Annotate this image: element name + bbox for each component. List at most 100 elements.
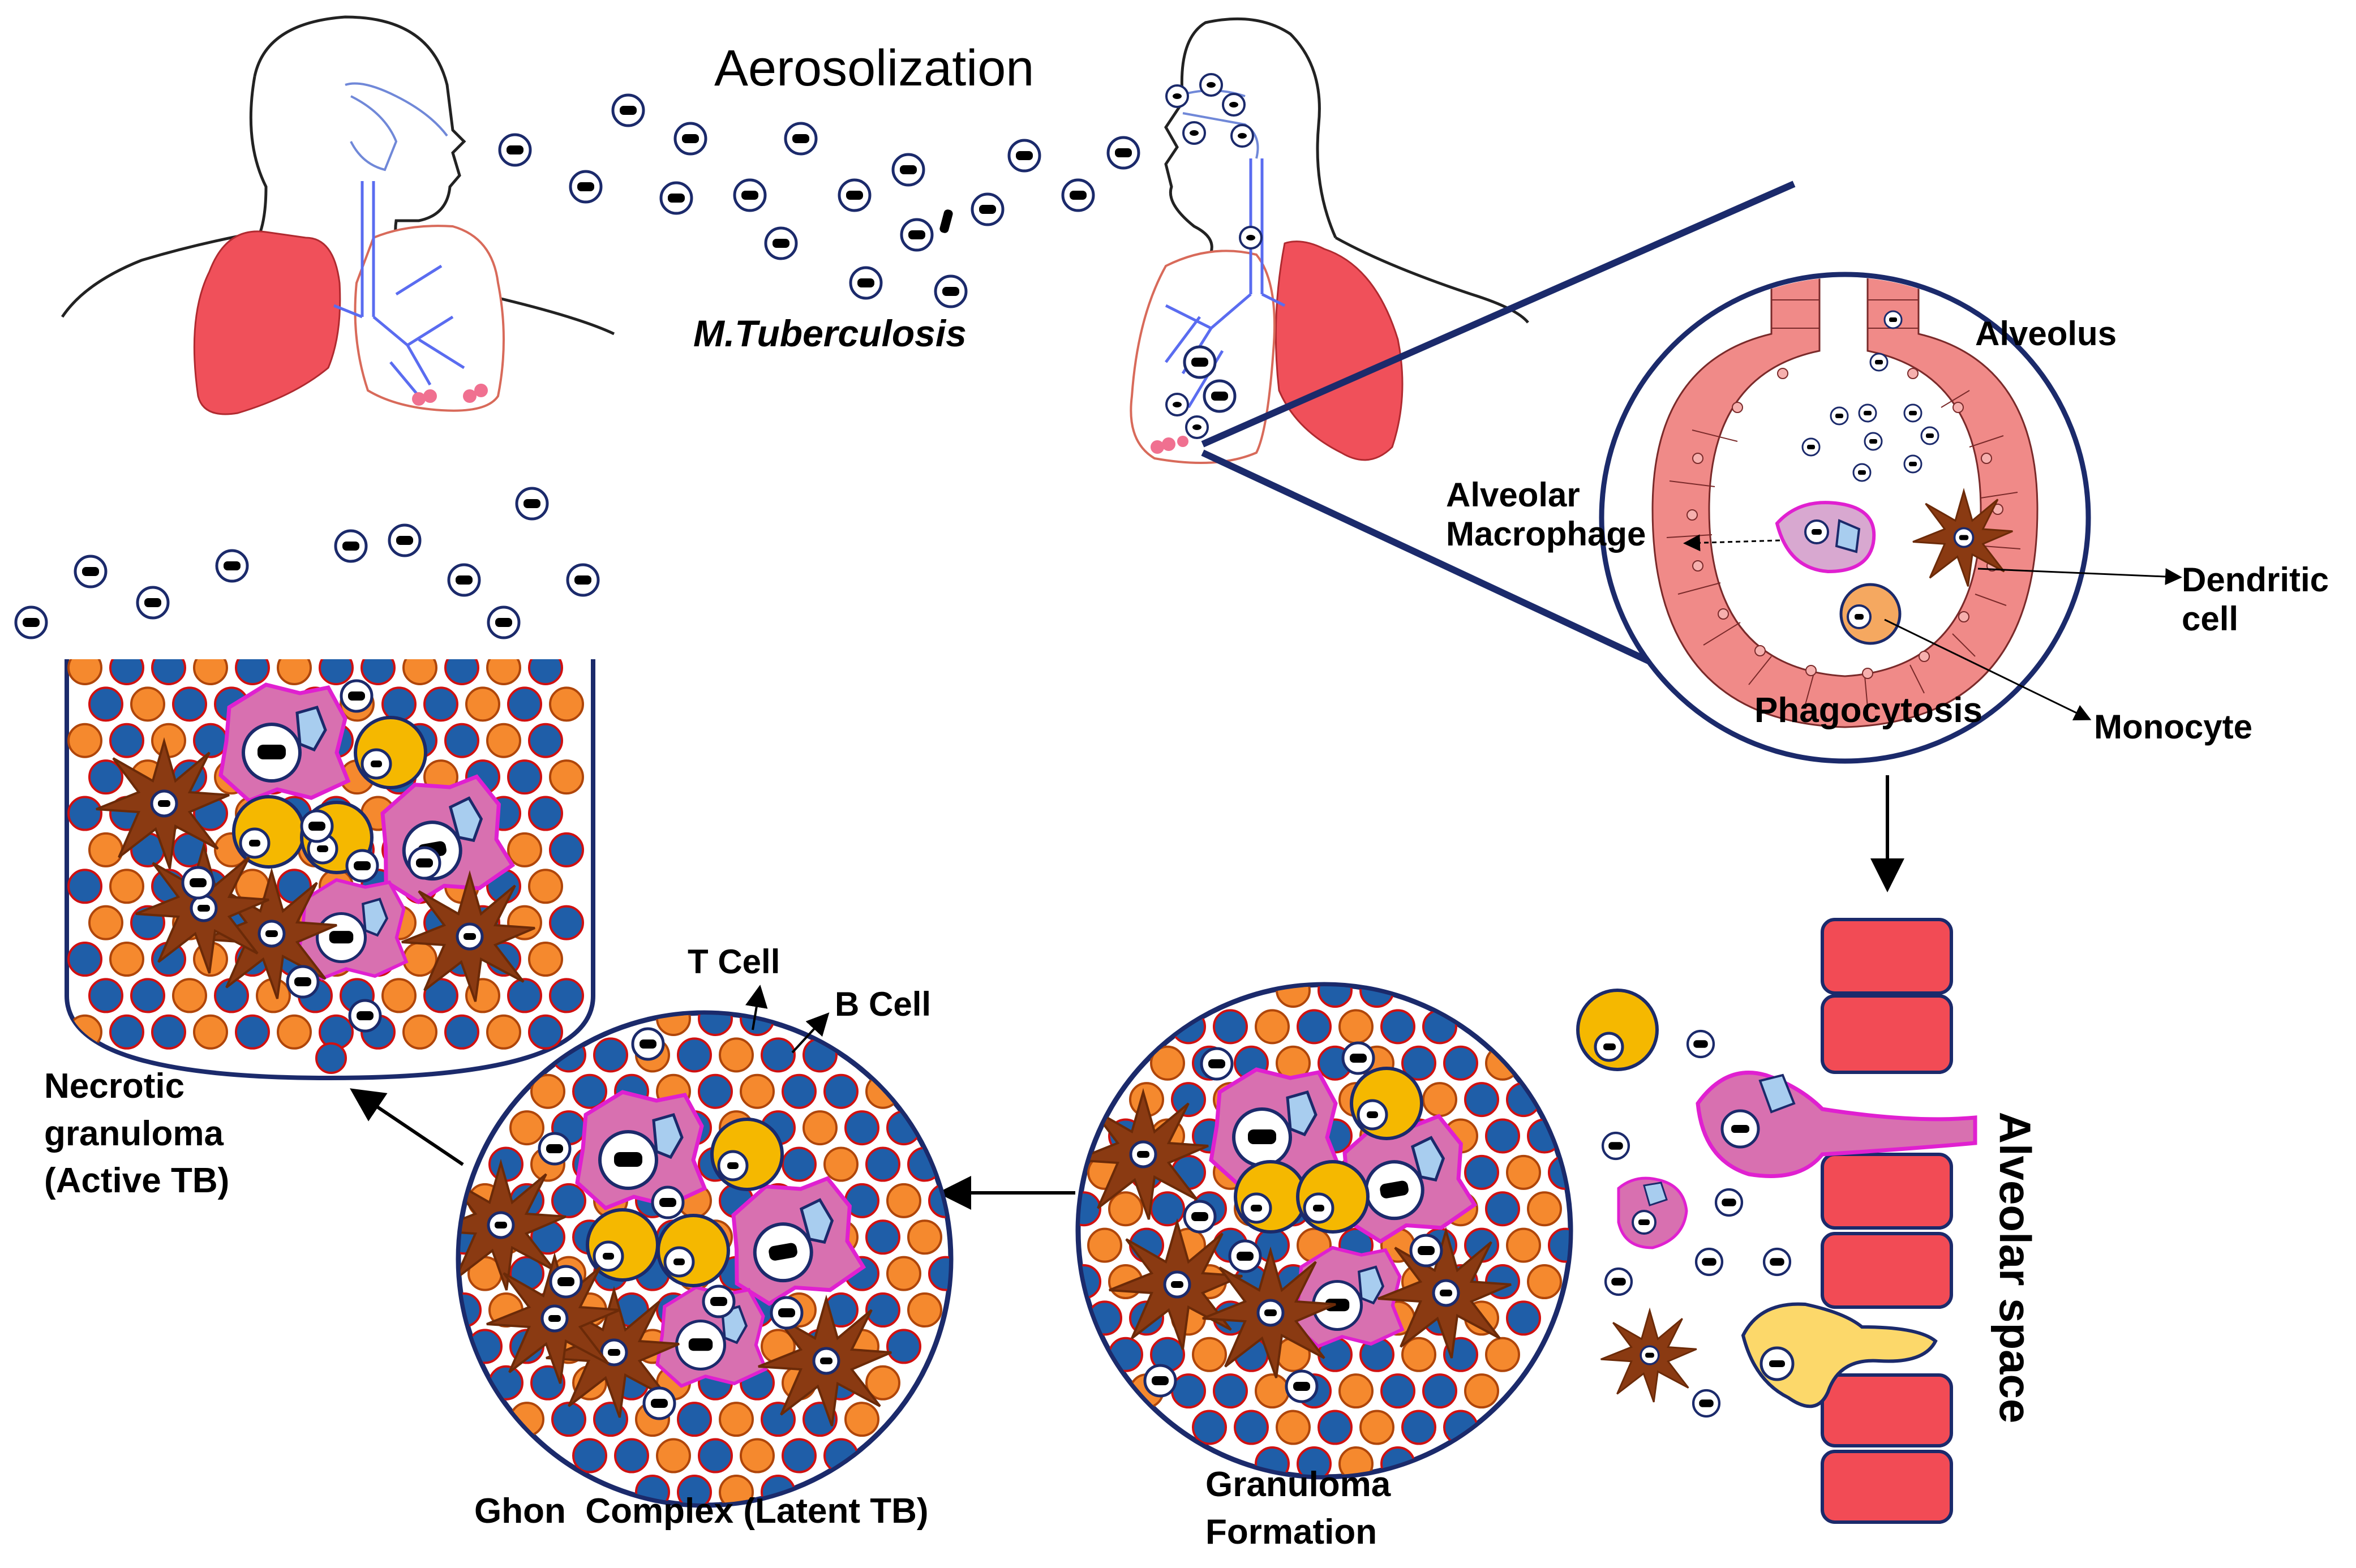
t-cell <box>1506 1154 1541 1190</box>
t-cell <box>1255 1009 1290 1045</box>
t-cell <box>803 1110 838 1146</box>
b-cell <box>1464 1082 1499 1118</box>
b-cell <box>549 832 584 867</box>
t-cell <box>530 1073 565 1109</box>
t-cell <box>740 1073 775 1109</box>
left-lung-red <box>193 230 341 415</box>
t-cell <box>1276 1410 1311 1445</box>
granuloma-line2: Formation <box>1205 1512 1377 1552</box>
b-cell <box>1080 1191 1101 1227</box>
b-cell <box>1401 1045 1436 1081</box>
mtb-label: M.Tuberculosis <box>693 312 967 354</box>
t-cell <box>67 659 102 685</box>
alveolar-macrophage-label: Alveolar Macrophage <box>1446 475 1646 553</box>
t-cell <box>740 1438 775 1474</box>
t-cell <box>1087 1227 1122 1263</box>
t-cell <box>381 978 417 1013</box>
t-cell <box>88 832 123 867</box>
b-cell <box>88 686 123 722</box>
b-cell <box>1150 1191 1185 1227</box>
t-cell <box>528 942 563 977</box>
t-cell <box>1338 1373 1374 1409</box>
t-cell <box>1192 1337 1227 1372</box>
necrotic-line1: Necrotic <box>44 1067 185 1106</box>
b-cell <box>572 1073 607 1109</box>
alveolar-space <box>1576 918 1977 1524</box>
t-cell <box>1359 1410 1394 1445</box>
t-cell <box>528 869 563 904</box>
alveolar-space-label: Alveolar space <box>1990 1111 2040 1424</box>
b-cell <box>1464 1154 1499 1190</box>
t-cell <box>402 942 437 977</box>
t-cell <box>886 1183 921 1218</box>
b-cell <box>551 1183 586 1218</box>
b-cell <box>507 759 542 795</box>
alveolus-view <box>1599 272 2182 764</box>
b-cell <box>1171 1373 1206 1409</box>
b-cell <box>549 905 584 940</box>
t-cell <box>865 1365 900 1401</box>
b-cell-label: B Cell <box>835 985 932 1023</box>
b-cell <box>444 659 479 685</box>
b-cell <box>528 723 563 758</box>
necrotic-granuloma-label: Necrotic granuloma (Active TB) <box>44 1063 229 1205</box>
granuloma-line1: Granuloma <box>1205 1465 1391 1504</box>
dendritic-cell-label: Dendritic cell <box>2182 560 2329 638</box>
b-cell <box>549 978 584 1013</box>
b-cell <box>1485 1118 1520 1154</box>
b-cell <box>823 1073 859 1109</box>
dendritic-cell-line2: cell <box>2182 600 2239 638</box>
t-cell <box>172 978 207 1013</box>
b-cell <box>528 1014 563 1050</box>
b-cell <box>235 1014 270 1050</box>
b-cell <box>507 686 542 722</box>
b-cell <box>1380 1373 1415 1409</box>
necrotic-line3: (Active TB) <box>44 1161 230 1201</box>
b-cell <box>109 659 144 685</box>
b-cell <box>782 1073 817 1109</box>
alveolus-label: Alveolus <box>1975 315 2117 353</box>
b-cell <box>1485 1191 1520 1227</box>
b-cell <box>444 1014 479 1050</box>
recipient-person <box>1130 17 1529 464</box>
b-cell <box>614 1438 649 1474</box>
b-cell <box>572 1438 607 1474</box>
t-cell <box>486 1014 521 1050</box>
t-cell <box>509 1110 544 1146</box>
t-cell <box>1527 1264 1562 1300</box>
t-cell <box>130 686 165 722</box>
t-cell <box>1527 1191 1562 1227</box>
b-cell <box>677 1402 712 1437</box>
t-cell <box>549 686 584 722</box>
b-cell <box>1234 1410 1269 1445</box>
t-cell <box>886 1256 921 1291</box>
b-cell <box>928 1256 949 1291</box>
monocyte-cell-shape <box>1839 583 1902 645</box>
t-cell <box>1108 1191 1143 1227</box>
t-cell <box>1506 1227 1541 1263</box>
aerosol-bacteria <box>500 95 1139 307</box>
t-cell <box>465 686 500 722</box>
necrotic-granuloma <box>65 659 595 1081</box>
right-lung-red <box>1274 240 1404 461</box>
t-cell <box>486 659 521 685</box>
t-cell <box>402 659 437 685</box>
phagocytosis-label: Phagocytosis <box>1754 691 1983 730</box>
granuloma-formation-label: Granuloma Formation <box>1205 1461 1391 1556</box>
b-cell <box>1318 986 1353 1008</box>
b-cell <box>677 1474 712 1503</box>
b-cell <box>865 1146 900 1182</box>
b-cell <box>844 1110 879 1146</box>
alveolar-macrophage-line1: Alveolar <box>1446 476 1580 514</box>
b-cell <box>88 978 123 1013</box>
monocyte-label: Monocyte <box>2094 708 2253 746</box>
b-cell <box>423 686 458 722</box>
b-cell <box>1548 1227 1569 1263</box>
b-cell <box>698 1073 733 1109</box>
t-cell-label: T Cell <box>688 943 780 981</box>
t-cell <box>151 723 186 758</box>
b-cell <box>1506 1300 1541 1336</box>
t-cell <box>823 1146 859 1182</box>
dendritic-cell-line1: Dendritic <box>2182 561 2329 599</box>
b-cell <box>593 1037 628 1073</box>
